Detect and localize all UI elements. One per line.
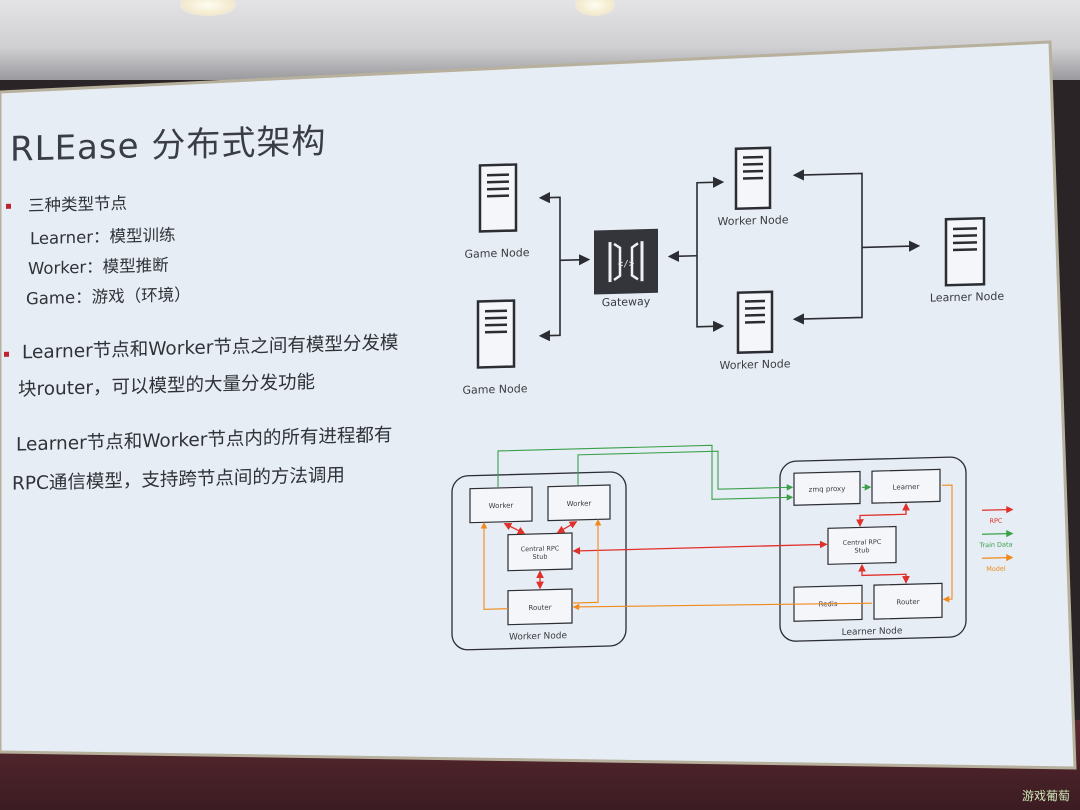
bottom-rpc-diagram: Worker Worker Central RPCStub Router Wor… [451, 444, 1014, 651]
legend-label-train-data: Train Data [978, 540, 1012, 549]
server-icon [734, 146, 772, 211]
server-icon [944, 216, 986, 287]
worker-node-label: Worker Node [720, 357, 791, 372]
router-label: Router [896, 598, 919, 607]
legend-label-model: Model [986, 565, 1006, 574]
ceiling-light [575, 0, 615, 16]
zmq-proxy-label: zmq proxy [809, 485, 846, 494]
learner-node-group-label: Learner Node [842, 626, 903, 638]
legend-label-rpc: RPC [990, 517, 1003, 525]
learner-node-label: Learner Node [930, 290, 1004, 305]
svg-text:</>: </> [618, 259, 635, 269]
router-label: Router [528, 604, 551, 613]
legend: RPC Train Data Model [978, 506, 1014, 574]
server-icon [478, 163, 518, 233]
game-node-label: Game Node [463, 382, 528, 397]
game-node-label: Game Node [465, 246, 530, 261]
watermark: 游戏葡萄 [1021, 789, 1070, 803]
worker-label: Worker [489, 502, 514, 511]
code-brackets-icon: </> [594, 228, 658, 295]
worker-label: Worker [567, 500, 592, 509]
server-icon [476, 299, 516, 369]
server-icon [736, 290, 774, 354]
gateway-label: Gateway [602, 295, 651, 309]
ceiling-light [180, 0, 236, 16]
learner-label: Learner [893, 483, 920, 492]
worker-node-label: Worker Node [718, 213, 789, 228]
worker-node-group-label: Worker Node [509, 631, 568, 643]
